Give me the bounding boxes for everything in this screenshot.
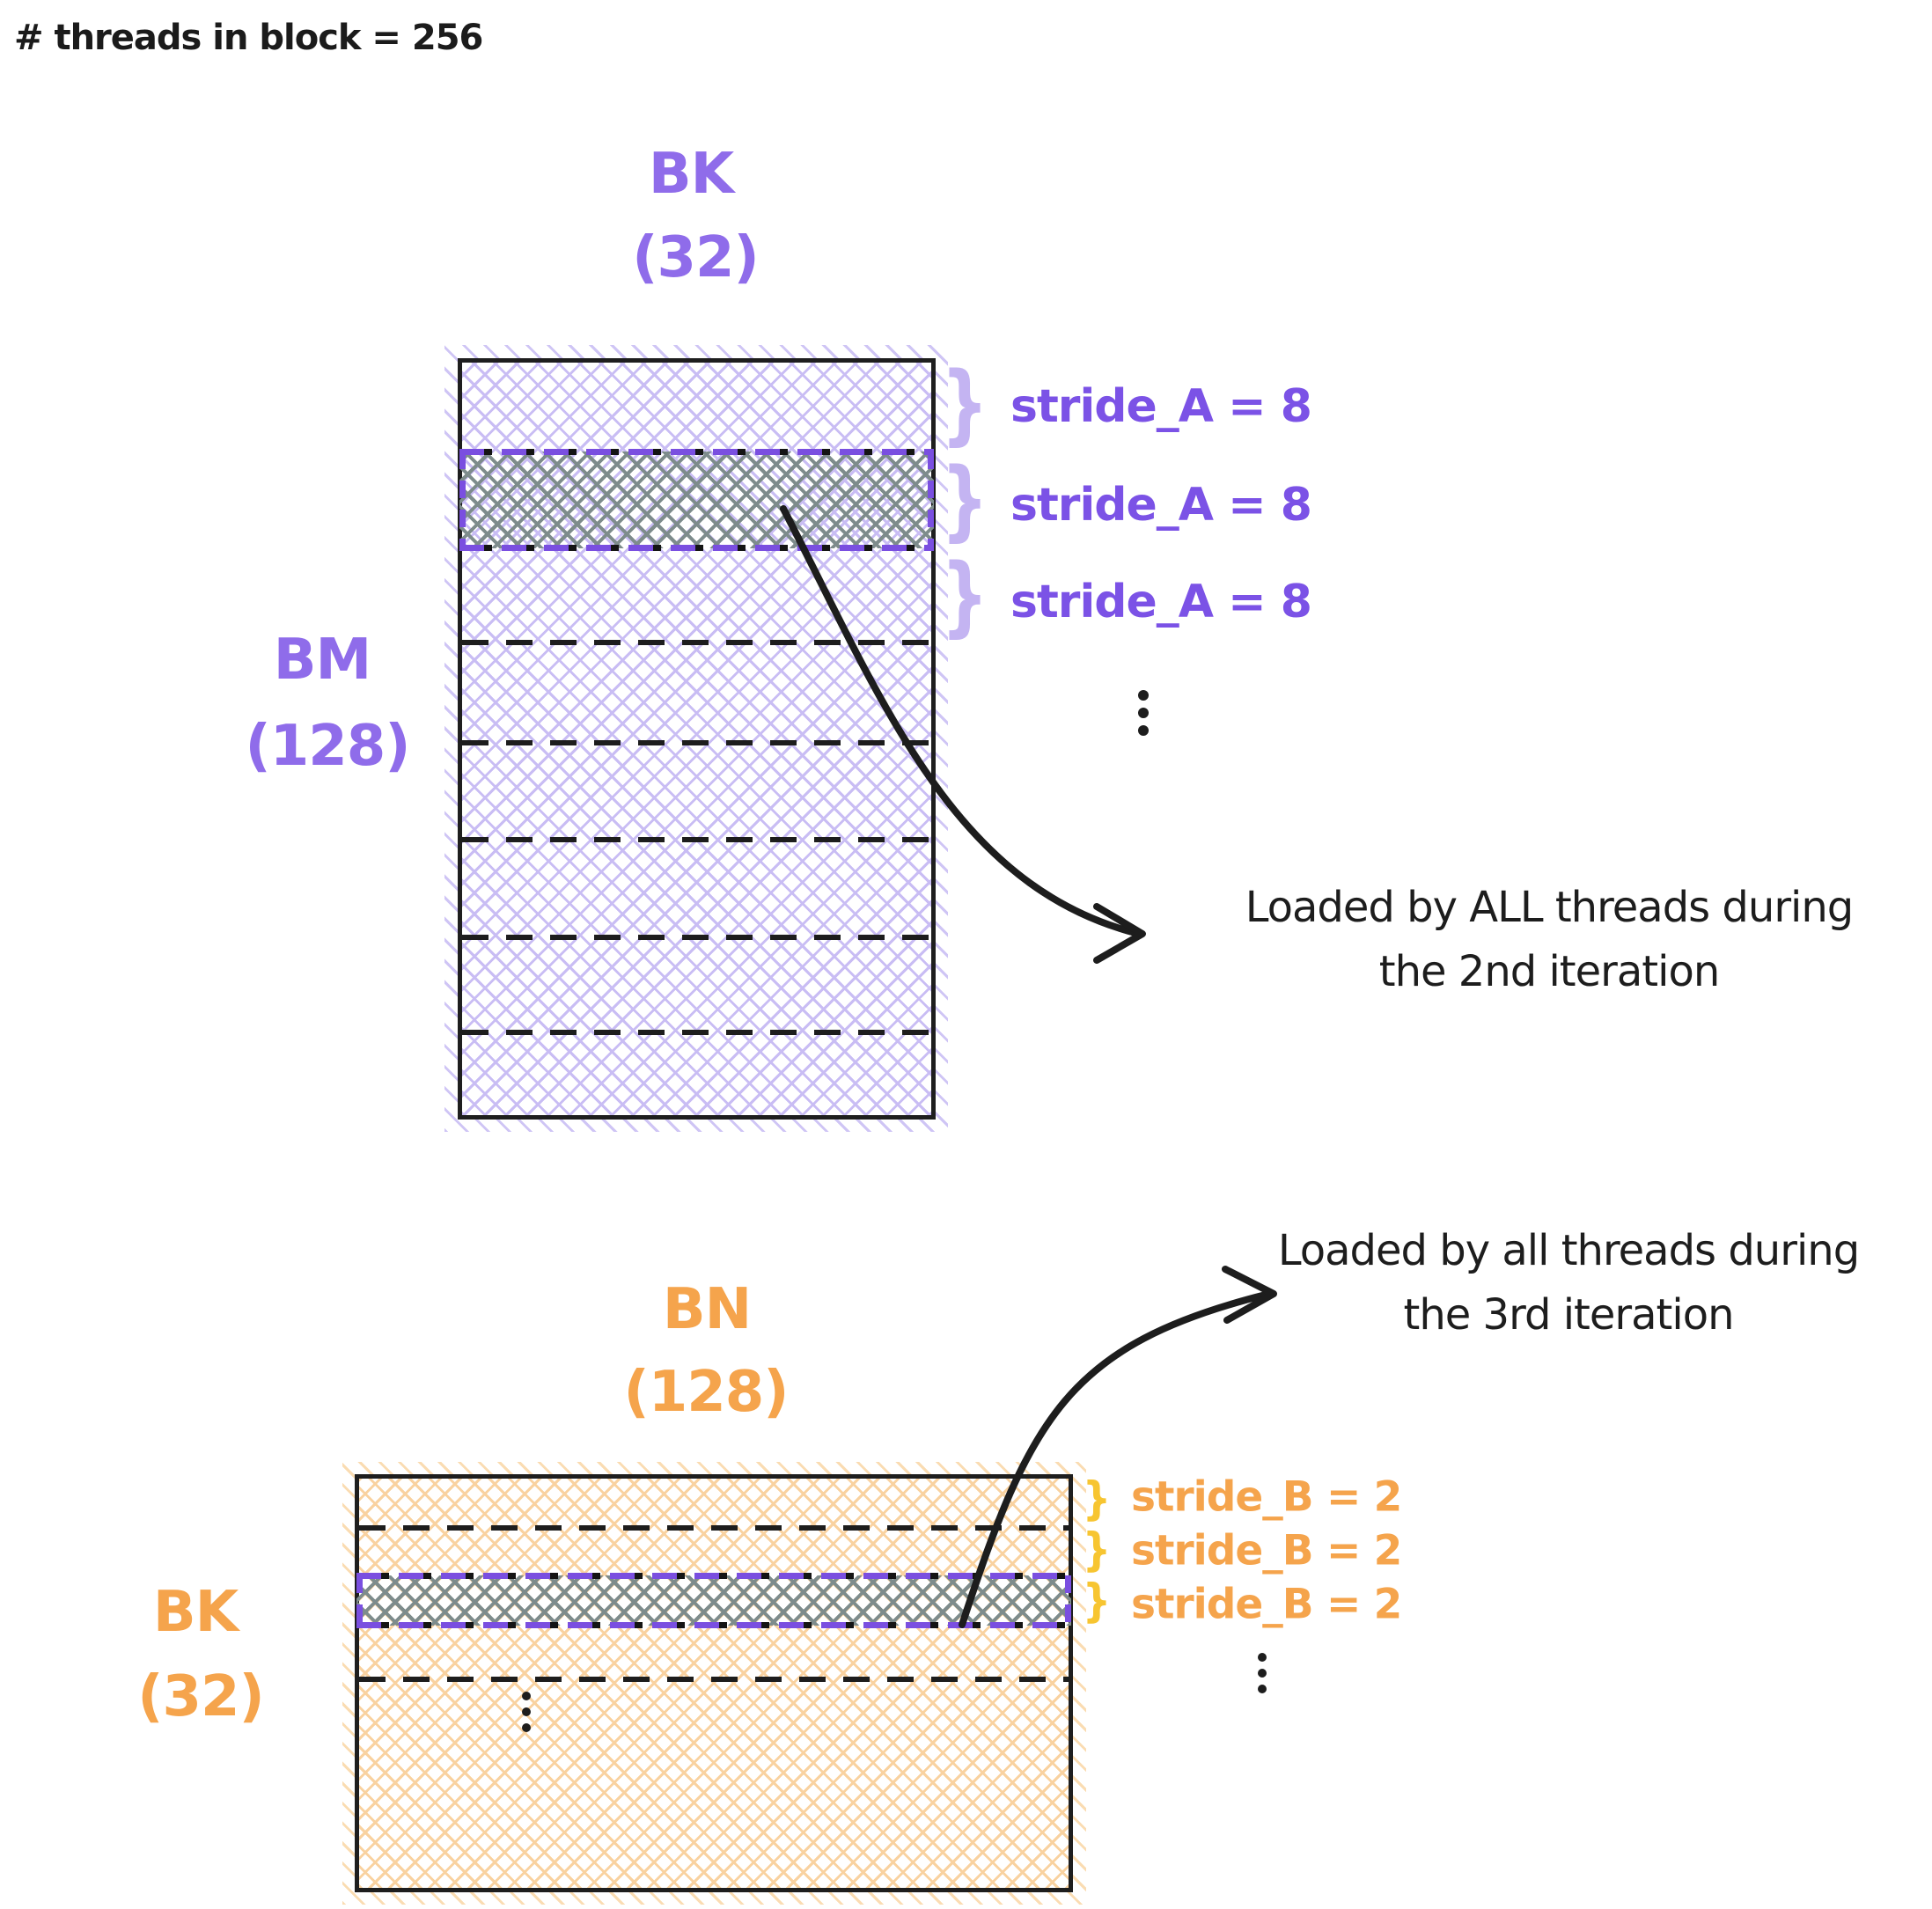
matrix-a-row-label: BM: [273, 628, 371, 693]
strip-border-bottom: [356, 1622, 1071, 1628]
matrix-a-col-label: BK: [648, 142, 734, 207]
strip-border-top: [459, 449, 934, 455]
annotation-line-2: the 3rd iteration: [1403, 1290, 1735, 1340]
row-divider: [462, 740, 931, 745]
matrix-a-row-size: (128): [245, 714, 410, 779]
row-divider: [462, 640, 931, 645]
brace-icon: }: [940, 449, 989, 551]
brace-icon: }: [1082, 1575, 1112, 1627]
page-title: # threads in block = 256: [14, 18, 483, 58]
stride-a-label-2: stride_A = 8: [1010, 479, 1312, 532]
strip-border-right: [928, 452, 934, 548]
row-divider: [359, 1677, 1069, 1682]
matrix-b-highlighted-strip: [356, 1573, 1071, 1628]
brace-icon: }: [1082, 1472, 1112, 1525]
strip-border-top: [356, 1573, 1071, 1579]
strip-border-right: [1065, 1575, 1071, 1626]
matrix-b-col-label: BN: [662, 1277, 752, 1342]
matrix-b-annotation: Loaded by all threads during the 3rd ite…: [1208, 1219, 1929, 1347]
ellipsis-icon: [522, 1688, 531, 1736]
strip-border-left: [356, 1575, 363, 1626]
stride-b-label-1: stride_B = 2: [1131, 1472, 1402, 1522]
matrix-a-highlighted-strip: [459, 449, 934, 551]
annotation-line-1: Loaded by ALL threads during: [1245, 883, 1855, 932]
ellipsis-icon: [1258, 1649, 1267, 1697]
matrix-b-col-size: (128): [623, 1360, 789, 1425]
matrix-a-col-size: (32): [632, 225, 760, 290]
stride-b-label-3: stride_B = 2: [1131, 1580, 1402, 1629]
brace-icon: }: [940, 353, 989, 455]
annotation-line-2: the 2nd iteration: [1378, 947, 1721, 996]
strip-border-bottom: [459, 545, 934, 551]
annotation-line-1: Loaded by all threads during: [1277, 1226, 1860, 1275]
stride-b-label-2: stride_B = 2: [1131, 1526, 1402, 1575]
ellipsis-icon: [1138, 687, 1149, 739]
matrix-b-row-size: (32): [137, 1664, 265, 1729]
stride-a-label-1: stride_A = 8: [1010, 380, 1312, 433]
row-divider: [462, 1030, 931, 1035]
row-divider: [462, 837, 931, 842]
matrix-a: [458, 358, 936, 1120]
matrix-a-annotation: Loaded by ALL threads during the 2nd ite…: [1175, 876, 1923, 1004]
matrix-b: [355, 1474, 1073, 1892]
brace-icon: }: [940, 545, 989, 647]
brace-icon: }: [1082, 1524, 1112, 1576]
stride-a-label-3: stride_A = 8: [1010, 576, 1312, 628]
row-divider: [359, 1525, 1069, 1531]
row-divider: [462, 935, 931, 940]
strip-border-left: [459, 452, 466, 548]
arrow-a-head-icon: [1093, 903, 1146, 964]
matrix-b-row-label: BK: [152, 1580, 239, 1645]
